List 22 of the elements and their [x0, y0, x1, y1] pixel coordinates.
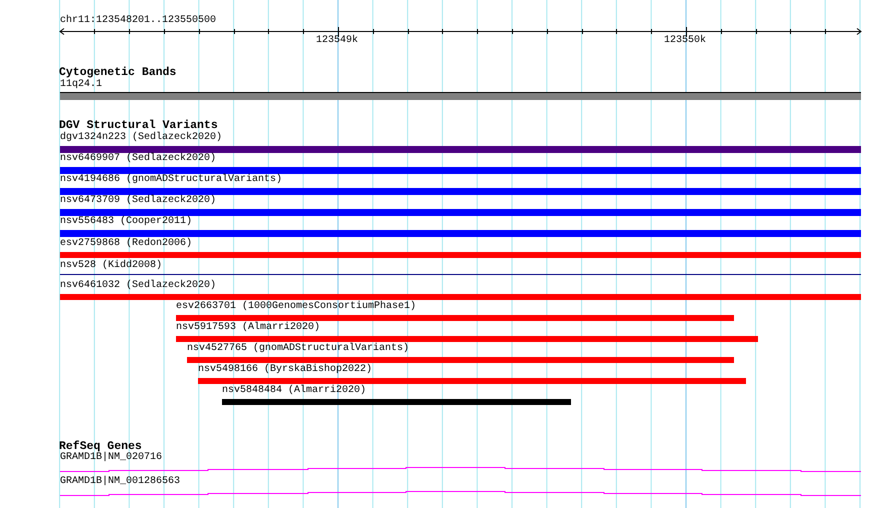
track-title: RefSeq Genes	[59, 441, 142, 453]
variant-label: nsv556483 (Cooper2011)	[60, 216, 192, 228]
variant-label: nsv5498166 (ByrskaBishop2022)	[198, 364, 372, 376]
position-label: chr11:123548201..123550500	[60, 15, 216, 27]
band-label: 11q24.1	[60, 79, 102, 91]
variant-label: nsv5917593 (Almarri2020)	[176, 322, 320, 334]
track-title: DGV Structural Variants	[59, 120, 218, 132]
gene-label: GRAMD1B|NM_001286563	[60, 476, 180, 488]
variant-label: nsv4527765 (gnomADStructuralVariants)	[187, 343, 410, 355]
variant-label: nsv6461032 (Sedlazeck2020)	[60, 280, 216, 292]
variant-label: nsv6469907 (Sedlazeck2020)	[60, 153, 216, 165]
variant-label: nsv6473709 (Sedlazeck2020)	[60, 195, 216, 207]
variant-label: esv2663701 (1000GenomesConsortiumPhase1)	[176, 301, 416, 313]
variant-label: dgv1324n223 (Sedlazeck2020)	[60, 132, 222, 144]
variant-label: nsv528 (Kidd2008)	[60, 260, 162, 272]
gene-label: GRAMD1B|NM_020716	[60, 452, 162, 464]
variant-label: nsv4194686 (gnomADStructuralVariants)	[60, 174, 282, 186]
variant-label: nsv5848484 (Almarri2020)	[222, 385, 366, 397]
variant-label: esv2759868 (Redon2006)	[60, 238, 192, 250]
tick-label: 123549k	[316, 35, 358, 47]
track-title: Cytogenetic Bands	[59, 67, 176, 79]
tick-label: 123550k	[664, 35, 706, 47]
